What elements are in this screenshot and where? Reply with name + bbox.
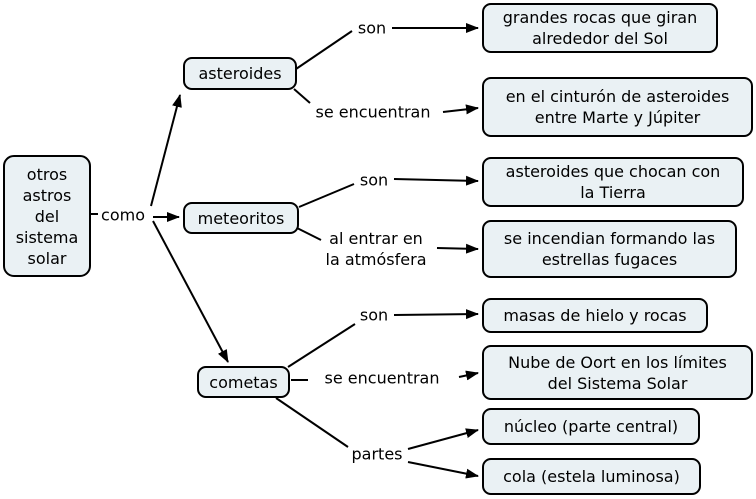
connector-arrow <box>393 309 479 320</box>
node-estrellas-fugaces[interactable]: se incendian formando las estrellas fuga… <box>482 220 737 278</box>
connector-arrow <box>150 94 182 207</box>
connector-arrow <box>393 175 479 186</box>
node-otros-astros[interactable]: otros astros del sistema solar <box>3 155 91 277</box>
connector-line <box>298 183 355 208</box>
connector-line <box>287 323 356 368</box>
node-grandes-rocas[interactable]: grandes rocas que giran alrededor del So… <box>482 3 718 53</box>
connector-arrow <box>407 461 479 479</box>
node-cinturon-asteroides[interactable]: en el cinturón de asteroides entre Marte… <box>482 77 753 137</box>
link-label-son-cometas[interactable]: son <box>359 305 389 325</box>
link-label-son-asteroides[interactable]: son <box>357 18 387 38</box>
node-asteroides[interactable]: asteroides <box>183 57 297 90</box>
connector-arrow <box>436 243 479 254</box>
connector-line <box>295 30 353 70</box>
link-label-al-entrar-atmosfera[interactable]: al entrar en la atmósfera <box>325 229 427 269</box>
connector-arrow <box>458 370 479 381</box>
connector-line <box>296 227 322 241</box>
node-nube-oort[interactable]: Nube de Oort en los límites del Sistema … <box>482 345 753 400</box>
node-masas-hielo[interactable]: masas de hielo y rocas <box>482 298 708 333</box>
node-nucleo[interactable]: núcleo (parte central) <box>482 408 700 445</box>
link-label-se-encuentran-cometas[interactable]: se encuentran <box>324 368 440 388</box>
link-label-son-meteoritos[interactable]: son <box>359 170 389 190</box>
link-label-se-encuentran-asteroides[interactable]: se encuentran <box>315 102 431 122</box>
connector-line <box>293 88 311 104</box>
link-label-partes[interactable]: partes <box>351 444 403 464</box>
node-chocan-tierra[interactable]: asteroides que chocan con la Tierra <box>482 157 744 207</box>
node-cola[interactable]: cola (estela luminosa) <box>482 458 701 495</box>
node-cometas[interactable]: cometas <box>197 366 290 398</box>
node-meteoritos[interactable]: meteoritos <box>183 202 299 234</box>
connector-line <box>275 397 349 448</box>
link-label-como[interactable]: como <box>101 205 145 225</box>
connector-arrow <box>152 220 229 363</box>
connector-arrow <box>407 428 479 450</box>
connector-arrow <box>442 104 479 115</box>
